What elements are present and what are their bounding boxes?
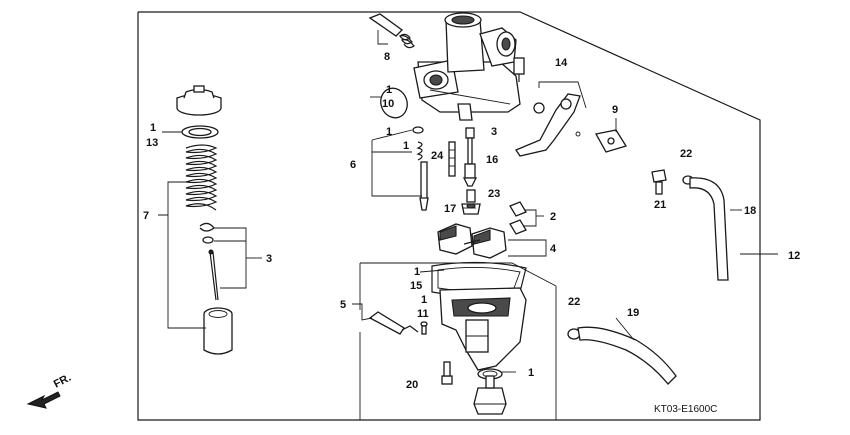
callout-14: 14: [555, 57, 568, 69]
float-chamber-frame: [359, 262, 557, 421]
pilot-jet: [448, 141, 456, 177]
drain-screw: [441, 361, 453, 385]
callout-1c: 1: [386, 126, 392, 138]
callout-22a: 22: [680, 148, 692, 160]
idle-screw-set: [368, 13, 415, 49]
callout-1g: 1: [528, 367, 534, 379]
fuel-hose: [577, 326, 677, 385]
callout-3b: 3: [491, 126, 497, 138]
callout-12: 12: [788, 250, 800, 262]
callout-22b: 22: [568, 296, 580, 308]
drain-plug: [473, 368, 507, 415]
direction-label: FR.: [52, 372, 73, 391]
callout-1b: 1: [150, 122, 156, 134]
choke-bracket: [594, 118, 628, 153]
float-set: [437, 223, 547, 259]
callout-1e: 1: [414, 266, 420, 278]
callout-4: 4: [550, 243, 557, 255]
main-jet-holder: [412, 126, 429, 211]
callout-1a: 1: [386, 84, 392, 96]
callout-13: 13: [146, 137, 158, 149]
needle-clip-set: [199, 222, 219, 301]
cap-washer: [181, 125, 219, 139]
callout-16: 16: [486, 154, 498, 166]
air-screw-spring: [420, 321, 428, 335]
callout-19: 19: [627, 307, 639, 319]
float-chamber: [439, 287, 527, 371]
callout-21: 21: [654, 199, 666, 211]
leader-6-top: [371, 129, 413, 141]
callout-2: 2: [550, 211, 556, 223]
callout-3a: 3: [266, 253, 272, 265]
float-valves: [509, 201, 544, 235]
screw-21: [651, 169, 667, 195]
overflow-hose: [689, 177, 729, 281]
throttle-slide: [203, 307, 233, 355]
leader-3a: [214, 227, 247, 289]
callout-1f: 1: [421, 294, 427, 306]
body-o-ring: [380, 87, 408, 119]
front-direction-arrow: [26, 391, 61, 409]
leader-15: [419, 269, 445, 273]
leader-7b: [167, 215, 206, 329]
choke-lever: [515, 81, 587, 157]
top-cap: [176, 85, 222, 116]
assembly-frame: [137, 11, 761, 421]
leader-6: [371, 140, 422, 197]
callout-7: 7: [143, 210, 149, 222]
callout-10: 10: [382, 98, 394, 110]
callout-8: 8: [384, 51, 390, 63]
callout-11: 11: [417, 308, 429, 320]
callout-17: 17: [444, 203, 456, 215]
callout-18: 18: [744, 205, 756, 217]
leader-5: [352, 303, 373, 321]
callout-15: 15: [410, 280, 422, 292]
throttle-spring: [185, 144, 218, 211]
callout-23: 23: [488, 188, 500, 200]
needle-jet: [462, 127, 478, 187]
callout-1d: 1: [403, 140, 409, 152]
callout-9: 9: [612, 104, 618, 116]
callout-6: 6: [350, 159, 356, 171]
callout-24: 24: [431, 150, 444, 162]
float-valve-seat: [461, 189, 481, 215]
carburetor-body: [413, 12, 525, 121]
diagram-code: KT03-E1600C: [654, 404, 717, 415]
leader-7a: [158, 181, 190, 216]
callout-20: 20: [406, 379, 418, 391]
leader-19: [615, 317, 635, 341]
callout-5: 5: [340, 299, 346, 311]
air-screw: [368, 311, 419, 335]
